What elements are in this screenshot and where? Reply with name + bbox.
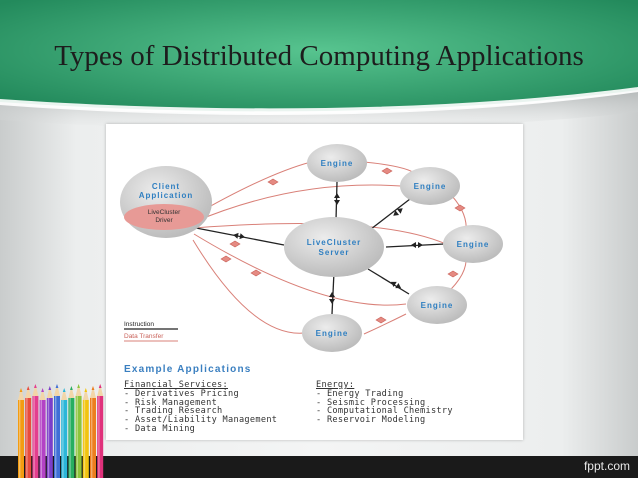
livecluster-server-node	[284, 217, 384, 277]
engine-ring-4-5	[363, 313, 407, 335]
footer-brand: fppt.com	[583, 459, 630, 473]
engine-node-5	[302, 314, 362, 352]
list-item: - Risk Management	[124, 397, 218, 408]
engine-node-4	[407, 286, 467, 324]
legend-instruction: Instruction	[124, 321, 154, 328]
engine-label-5: Engine	[316, 329, 349, 338]
pencil	[54, 384, 60, 478]
architecture-diagram: Client Application LiveCluster Driver Li…	[120, 144, 503, 352]
data-diamond-icon	[375, 316, 387, 324]
list-item: - Trading Research	[124, 406, 223, 417]
list-item: - Computational Chemistry	[316, 406, 453, 417]
data-link-engine-5	[192, 239, 312, 334]
energy-list: Energy: - Energy Trading - Seismic Proce…	[316, 381, 453, 425]
driver-line2: Driver	[155, 217, 173, 224]
pencils-decoration	[18, 384, 104, 478]
pencil	[39, 388, 46, 478]
data-link-engine-4	[193, 233, 407, 306]
data-diamond-icon	[381, 167, 393, 175]
server-line1: LiveCluster	[307, 238, 362, 247]
server-line2: Server	[319, 248, 350, 257]
financial-heading: Financial Services:	[124, 380, 229, 390]
engine-label-1: Engine	[321, 159, 354, 168]
diagram-panel: Client Application LiveCluster Driver Li…	[106, 124, 523, 440]
client-title-line2: Application	[139, 191, 194, 200]
legend-data-transfer: Data Transfer	[124, 333, 164, 340]
slide-title: Types of Distributed Computing Applicati…	[54, 40, 584, 72]
financial-services-list: Financial Services: - Derivatives Pricin…	[124, 381, 277, 434]
instruction-server-engine-2	[370, 198, 411, 230]
pencil	[32, 384, 39, 478]
list-item: - Asset/Liability Management	[124, 415, 278, 426]
double-arrow-icon	[390, 281, 402, 289]
footer-bar	[0, 456, 638, 478]
engine-label-3: Engine	[457, 240, 490, 249]
list-item: - Seismic Processing	[316, 397, 426, 408]
header-band	[0, 0, 638, 112]
engine-label-4: Engine	[421, 301, 454, 310]
pencil	[82, 388, 89, 478]
pencil	[68, 386, 75, 478]
double-arrow-icon	[329, 292, 335, 304]
instruction-server-engine-4	[367, 268, 410, 295]
double-arrow-icon	[233, 232, 245, 240]
data-diamond-icon	[250, 269, 262, 277]
data-diamond-icon	[220, 255, 232, 263]
engine-node-1	[307, 144, 367, 182]
pencil	[75, 384, 82, 478]
data-diamond-icon	[447, 270, 459, 278]
pencil	[61, 388, 68, 478]
pencil	[18, 388, 24, 478]
list-item: - Reservoir Modeling	[316, 415, 426, 426]
double-arrow-icon	[393, 208, 403, 216]
pencil	[46, 386, 53, 478]
engine-node-2	[400, 167, 460, 205]
pencil	[97, 384, 104, 478]
data-diamond-icon	[454, 204, 466, 212]
pencil	[90, 386, 96, 478]
list-item: - Derivatives Pricing	[124, 388, 239, 399]
driver-line1: LiveCluster	[148, 209, 181, 216]
client-title-line1: Client	[152, 182, 180, 191]
double-arrow-icon	[411, 242, 423, 248]
energy-heading: Energy:	[316, 380, 355, 390]
data-diamond-icon	[229, 240, 241, 248]
data-diamond-icon	[267, 178, 279, 186]
double-arrow-icon	[334, 193, 340, 205]
livecluster-driver	[124, 204, 204, 230]
engine-node-3	[443, 225, 503, 263]
list-item: - Data Mining	[124, 423, 196, 434]
list-item: - Energy Trading	[316, 388, 404, 399]
data-link-engine-2	[193, 184, 402, 223]
pencil	[25, 386, 32, 478]
instruction-server-engine-5	[331, 271, 335, 315]
example-applications-title: Example Applications	[124, 364, 252, 375]
engine-label-2: Engine	[414, 182, 447, 191]
